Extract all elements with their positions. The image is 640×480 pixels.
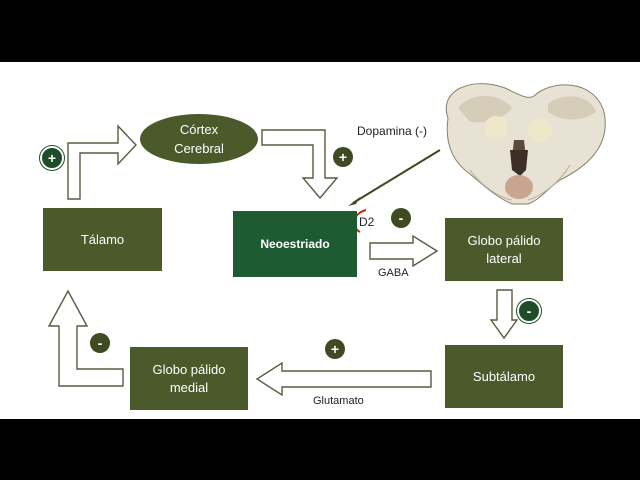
arrow-neostriatum-gpl bbox=[369, 234, 439, 268]
arrow-gpl-subthalamus bbox=[489, 289, 519, 340]
node-subthalamus: Subtálamo bbox=[445, 345, 563, 408]
node-thalamus: Tálamo bbox=[43, 208, 162, 271]
plus-sign-subthalamus-gpm: + bbox=[325, 339, 345, 359]
node-gp-medial: Globo pálido medial bbox=[130, 347, 248, 410]
midbrain-section-illustration bbox=[445, 83, 606, 205]
arrow-subthalamus-gpm bbox=[255, 361, 432, 397]
minus-sign-d2: - bbox=[391, 208, 411, 228]
minus-sign-gpl-subthalamus: - bbox=[517, 299, 541, 323]
glutamate-label: Glutamato bbox=[313, 395, 364, 407]
minus-sign-gpm-thalamus: - bbox=[90, 333, 110, 353]
dopamine-projection-line bbox=[352, 149, 441, 204]
dopamine-arrowhead bbox=[348, 197, 360, 206]
arrow-thalamus-cortex bbox=[67, 124, 137, 200]
node-neostriatum: Neoestriado bbox=[233, 211, 357, 277]
gaba-label: GABA bbox=[378, 267, 409, 279]
dopamine-label: Dopamina (-) bbox=[357, 124, 428, 138]
arrow-gpm-thalamus bbox=[47, 289, 124, 387]
node-gp-lateral: Globo pálido lateral bbox=[445, 218, 563, 281]
plus-sign-cortex-neostriatum: + bbox=[333, 147, 353, 167]
plus-sign-thalamus-cortex: + bbox=[40, 146, 64, 170]
d2-label: D2 bbox=[359, 215, 375, 229]
node-cortex: Córtex Cerebral bbox=[140, 114, 258, 164]
arrow-cortex-neostriatum bbox=[261, 129, 339, 200]
